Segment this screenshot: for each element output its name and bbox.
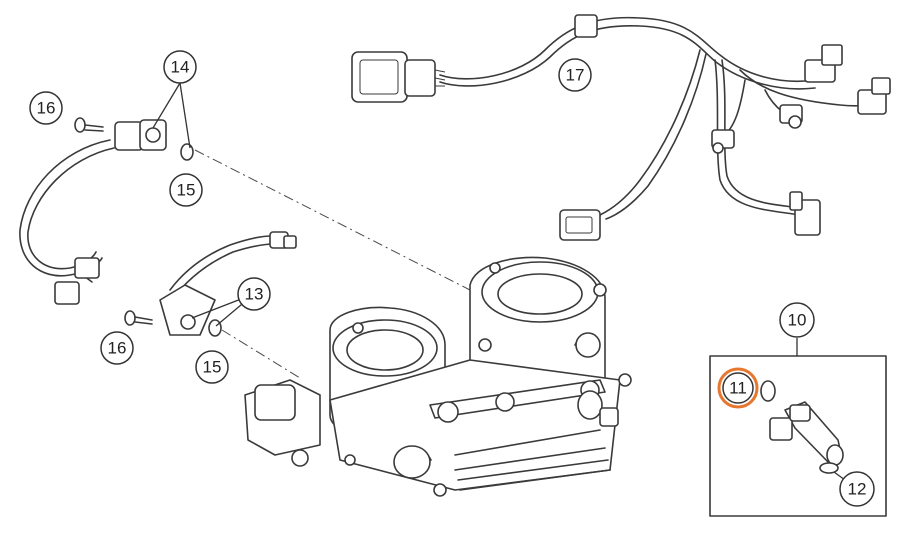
callout-label: 14 bbox=[171, 58, 190, 77]
callout-14: 14 bbox=[163, 50, 197, 84]
callout-label: 13 bbox=[245, 285, 264, 304]
callout-label: 15 bbox=[203, 358, 222, 377]
throttle-sensor-upper bbox=[19, 117, 194, 305]
callout-label: 12 bbox=[848, 480, 867, 499]
alignment-line-upper bbox=[194, 149, 471, 291]
callout-label: 10 bbox=[788, 311, 807, 330]
throttle-body bbox=[244, 256, 632, 497]
callout-13: 13 bbox=[237, 277, 271, 311]
callout-label: 15 bbox=[177, 181, 196, 200]
throttle-sensor-lower bbox=[124, 231, 297, 337]
callout-10: 10 bbox=[779, 302, 815, 338]
callout-16-upper: 16 bbox=[29, 91, 63, 125]
alignment-line-lower bbox=[221, 329, 301, 379]
highlight-ring bbox=[717, 367, 759, 409]
callout-15-lower: 15 bbox=[195, 350, 229, 384]
callout-label: 16 bbox=[108, 339, 127, 358]
callout-16-lower: 16 bbox=[100, 331, 134, 365]
callout-12: 12 bbox=[839, 471, 875, 507]
callout-label: 16 bbox=[37, 99, 56, 118]
callout-17: 17 bbox=[558, 58, 592, 92]
callout-label: 11 bbox=[729, 379, 747, 398]
callout-label: 17 bbox=[566, 66, 585, 85]
wiring-harness bbox=[351, 14, 891, 241]
callout-15-upper: 15 bbox=[169, 173, 203, 207]
callout-11: 11 bbox=[717, 367, 759, 409]
